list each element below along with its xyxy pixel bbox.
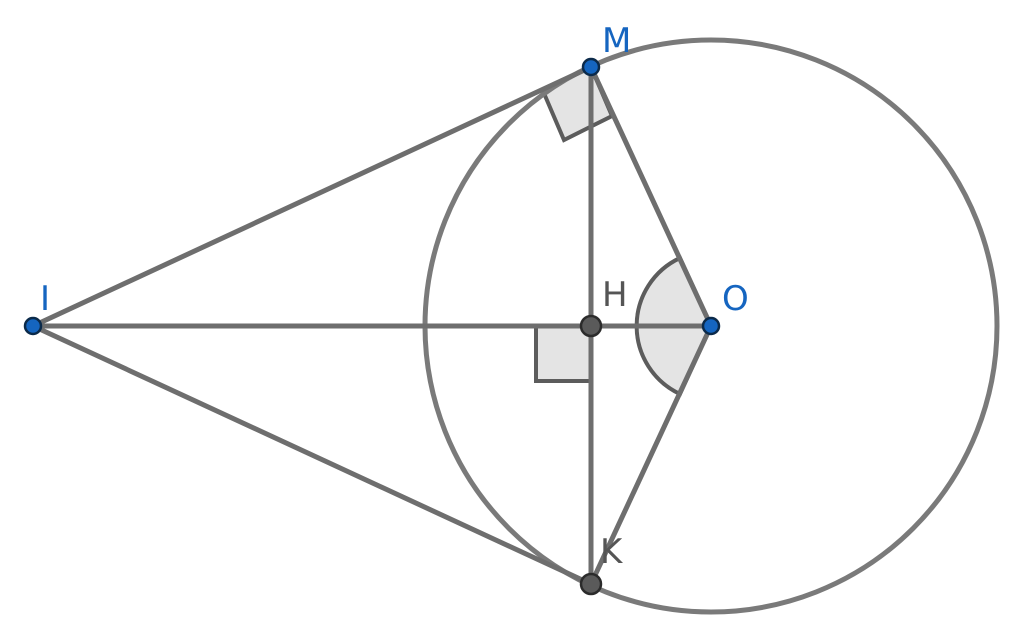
point-o[interactable] [701,316,721,336]
segment-ok [588,323,714,587]
right-angle-marker-h [534,324,591,383]
label-o: O [722,279,749,319]
segment-om [588,64,714,329]
label-k: K [600,532,624,572]
point-i[interactable] [23,316,43,336]
right-angle-marker-m [540,64,615,143]
point-h[interactable] [579,314,603,338]
label-h: H [602,275,628,315]
segment-im [30,64,594,329]
label-m: M [602,21,631,61]
point-m[interactable] [581,57,601,77]
point-k[interactable] [579,572,603,596]
label-i: I [40,279,50,319]
segment-ik [30,323,594,587]
